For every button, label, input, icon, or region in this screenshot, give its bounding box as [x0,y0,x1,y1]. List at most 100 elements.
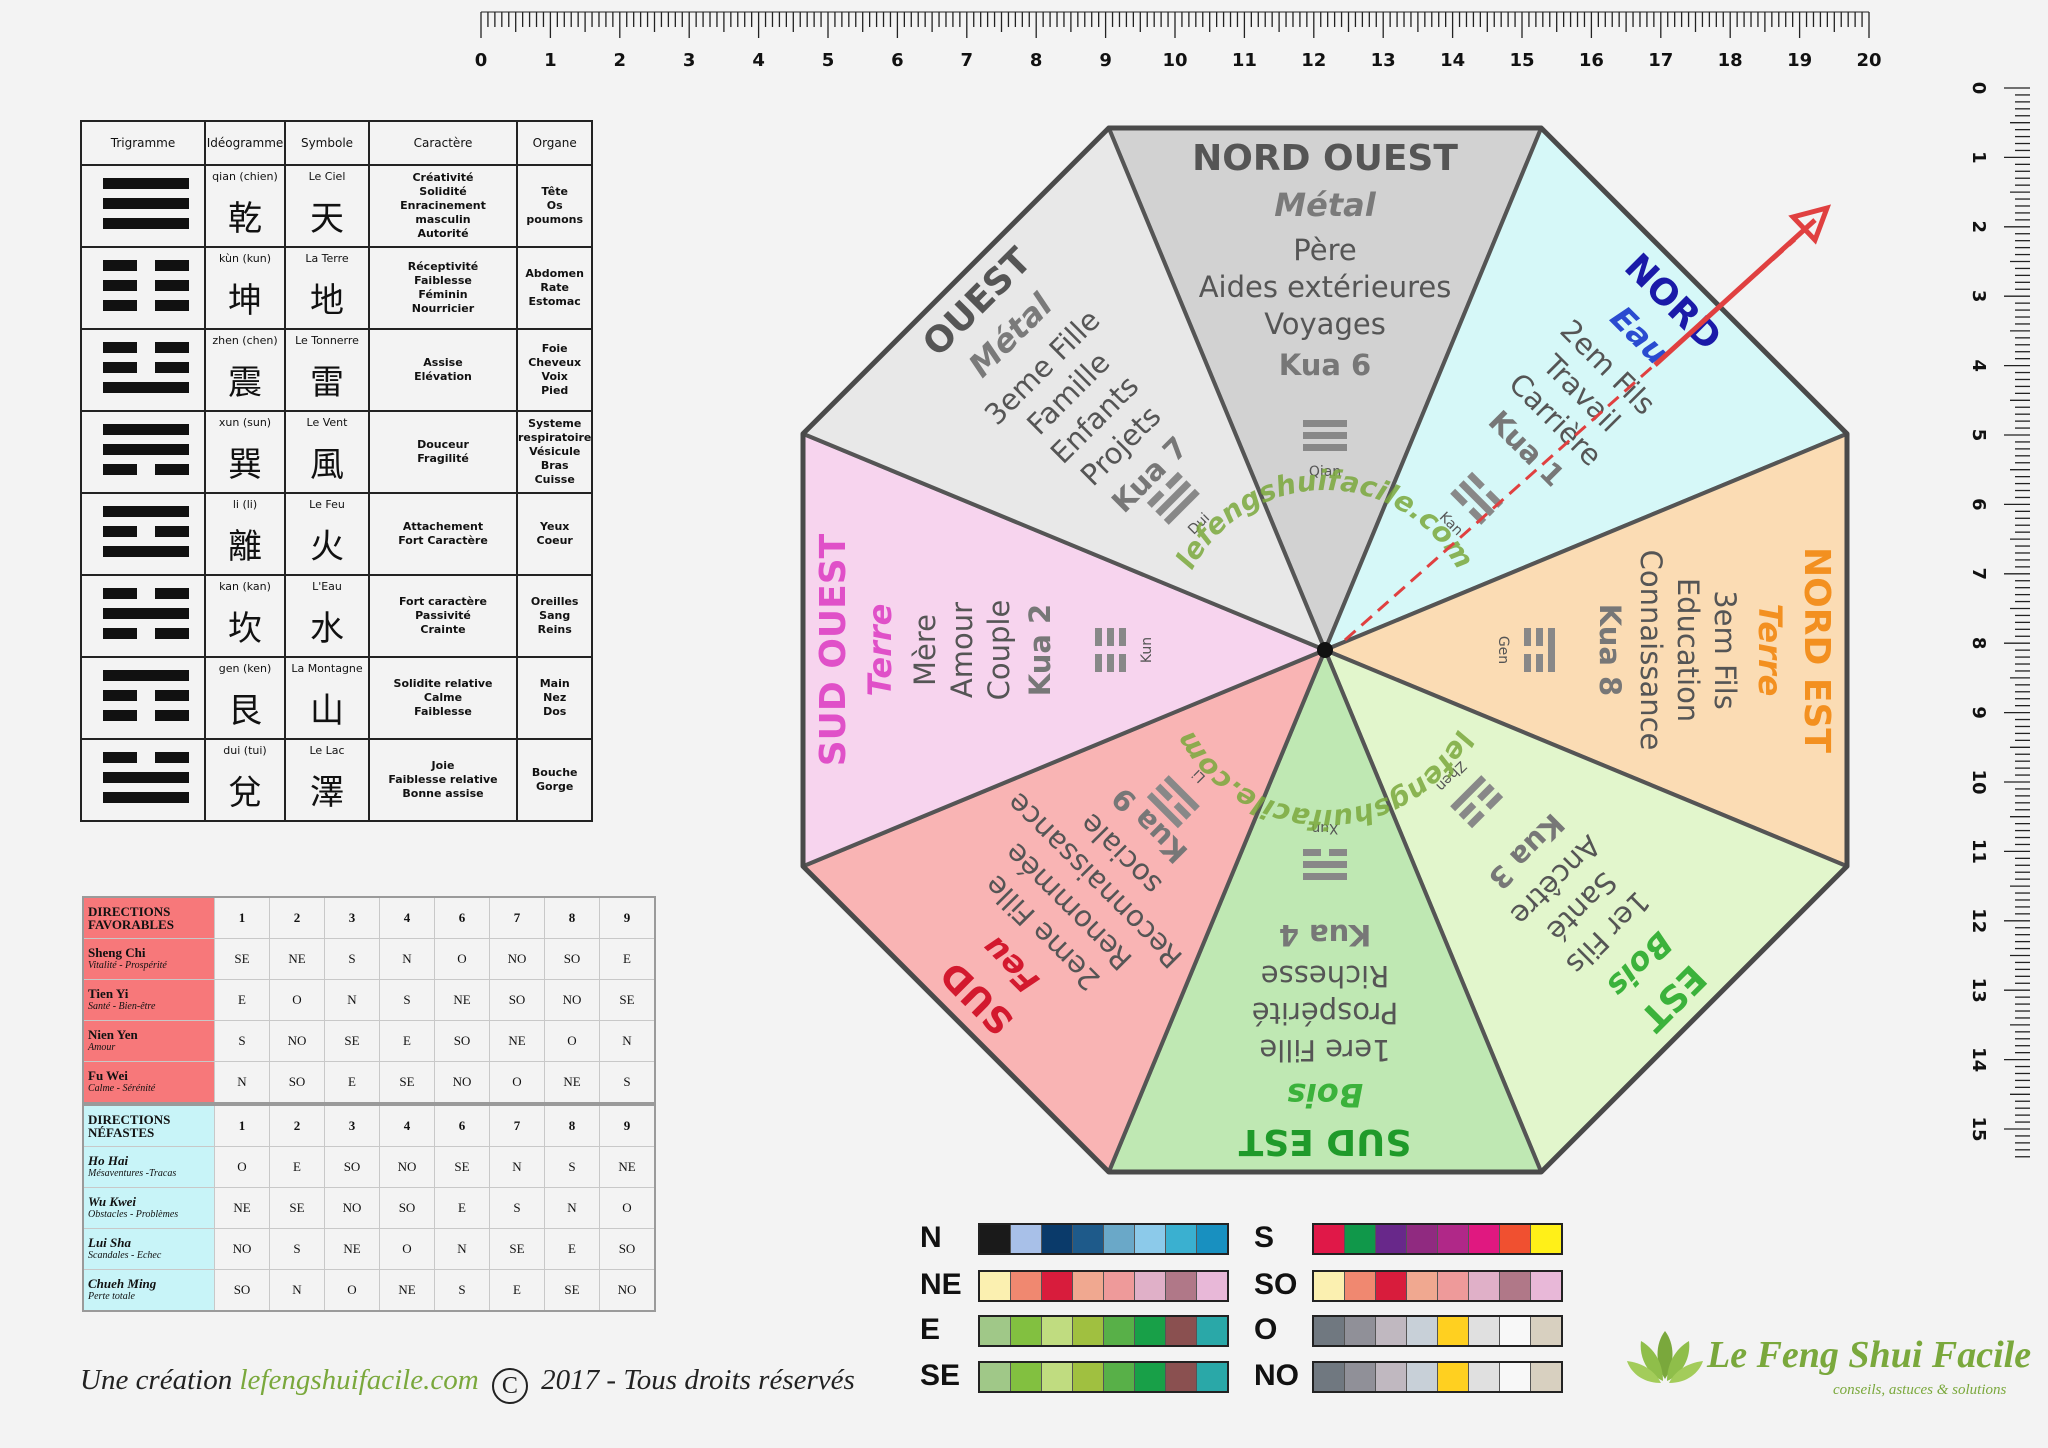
organe-line: Cheveux [528,356,582,369]
color-swatch [1531,1272,1561,1300]
ruler-top-label: 15 [1509,50,1534,71]
dir-value: NO [269,1020,325,1062]
color-swatch [1376,1317,1407,1345]
ruler-right-label: 0 [1968,82,1989,95]
ruler-top-label: 17 [1648,50,1673,71]
color-swatch [1011,1317,1042,1345]
dir-name: Wu Kwei [88,1194,137,1209]
dir-value: NE [379,1269,435,1312]
palette-swatches [1312,1270,1563,1302]
pinyin: gen (ken) [218,662,272,675]
color-swatch [1500,1225,1531,1253]
trigram-cell [80,164,206,248]
organe-line: Bouche [531,766,578,779]
dir-value: SO [434,1020,490,1062]
caractere-line: Fort Caractère [398,534,488,547]
organe-line: Oreilles [530,595,579,608]
palette-label: N [920,1221,942,1254]
color-swatch [980,1272,1011,1300]
ruler-top-label: 18 [1718,50,1743,71]
sector-title: NORD EST [1796,547,1837,753]
organe-line: Systeme [528,417,582,430]
ruler-right-label: 3 [1968,290,1989,303]
caractere-line: Fort caractère [398,595,488,608]
copyright-icon: C [491,1368,528,1404]
color-swatch [1073,1317,1104,1345]
ideogram-cell: kan (kan)坎 [204,574,286,658]
dir-value: S [434,1269,490,1312]
symbol-glyph: 雷 [310,362,344,403]
dir-name: Fu Wei [88,1068,128,1083]
symbol-name: L'Eau [312,580,342,593]
color-swatch [1042,1317,1073,1345]
palette-swatches [978,1223,1229,1255]
color-swatch [1438,1225,1469,1253]
trigram-cell [80,246,206,330]
color-swatch [1197,1317,1227,1345]
palette-label: NO [1254,1359,1299,1392]
ideogram-cell: zhen (chen)震 [204,328,286,412]
dir-value: O [214,1146,270,1188]
organe-line: Vésicule [529,445,581,458]
dir-name: Nien Yen [88,1027,138,1042]
organe-line: Voix [541,370,568,383]
color-swatch [1011,1272,1042,1300]
color-swatch [980,1317,1011,1345]
sector-element: Terre [1751,604,1789,697]
dir-value: E [214,979,270,1021]
color-swatch [1314,1272,1345,1300]
ruler-top-label: 0 [475,50,488,71]
pinyin: kan (kan) [219,580,271,593]
sector-title: NORD OUEST [1192,138,1458,179]
dir-value: SO [379,1187,435,1229]
ruler-top-label: 19 [1787,50,1812,71]
dir-value: N [434,1228,490,1270]
palette-swatches [978,1361,1229,1393]
trigram-icon [103,751,189,803]
dir-value: NO [599,1269,656,1312]
sector-element: Bois [1287,1076,1363,1114]
color-swatch [1345,1317,1376,1345]
sector-line: Couple [982,600,1016,701]
ruler-top-label: 14 [1440,50,1465,71]
sector-kua: Kua 4 [1279,918,1371,952]
kua-column: 3 [324,896,380,939]
sector-trigram-icon [1095,628,1126,672]
kua-column: 8 [544,896,600,939]
color-swatch [1011,1363,1042,1391]
palette-swatches [978,1315,1229,1347]
footer-site[interactable]: lefengshuifacile.com [239,1364,479,1396]
dir-value: SE [489,1228,545,1270]
caractere-line: Féminin [418,288,468,301]
dir-title-l2: FAVORABLES [88,917,174,932]
organe-line: poumons [526,213,584,226]
dir-value: NO [214,1228,270,1270]
symbol-name: Le Ciel [308,170,346,183]
dir-desc: Mésaventures -Tracas [88,1168,177,1179]
organe-line: Rate [540,281,570,294]
dir-value: S [599,1061,656,1104]
organe-line: Dos [543,705,567,718]
color-swatch [1135,1225,1166,1253]
dir-value: S [214,1020,270,1062]
color-swatch [1197,1272,1227,1300]
color-swatch [1438,1363,1469,1391]
dir-value: N [544,1187,600,1229]
color-swatch [1104,1363,1135,1391]
dir-value: SE [214,938,270,980]
dir-value: NE [434,979,490,1021]
